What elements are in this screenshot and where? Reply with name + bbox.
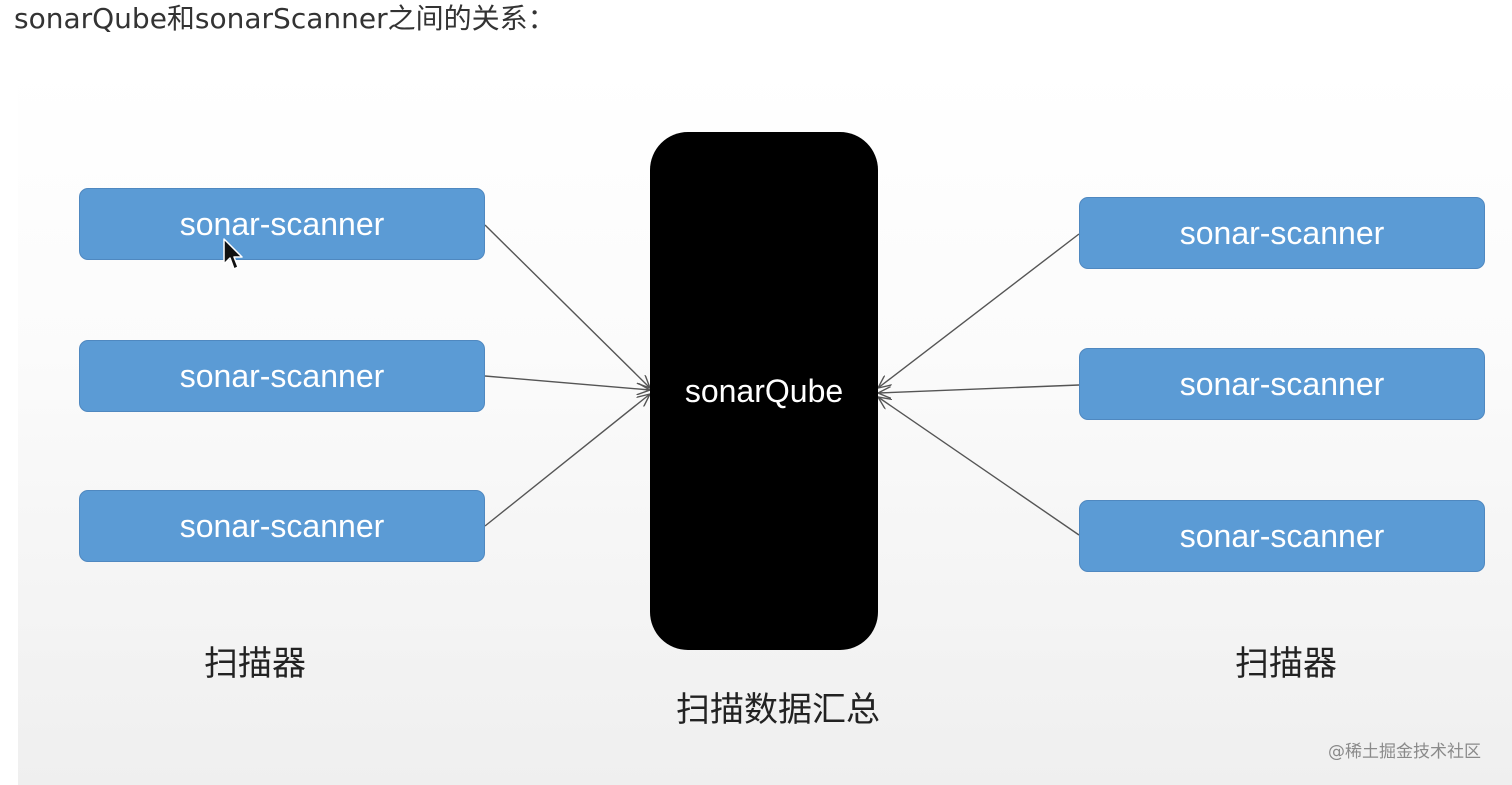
caption-left-scanners: 扫描器 [204, 644, 306, 684]
caption-right-scanners: 扫描器 [1235, 644, 1337, 684]
scanner-box-right-2: sonar-scanner [1079, 348, 1485, 420]
connector-left-1 [484, 224, 650, 388]
scanner-box-left-1: sonar-scanner [79, 188, 485, 260]
scanner-box-right-1: sonar-scanner [1079, 197, 1485, 269]
page-heading: sonarQube和sonarScanner之间的关系： [14, 2, 556, 35]
scanner-box-right-3: sonar-scanner [1079, 500, 1485, 572]
sonarqube-server-box: sonarQube [650, 132, 878, 650]
caption-center-summary: 扫描数据汇总 [676, 690, 880, 730]
connector-left-2 [484, 375, 650, 390]
scanner-box-left-2: sonar-scanner [79, 340, 485, 412]
connector-right-1 [878, 233, 1080, 388]
connector-right-2 [878, 384, 1080, 393]
watermark: @稀土掘金技术社区 [1328, 742, 1481, 762]
connector-right-3 [878, 397, 1080, 536]
sonarqube-server-label: sonarQube [684, 373, 844, 409]
mouse-cursor-icon [223, 238, 243, 270]
scanner-box-left-3: sonar-scanner [79, 490, 485, 562]
connector-left-3 [484, 394, 650, 527]
